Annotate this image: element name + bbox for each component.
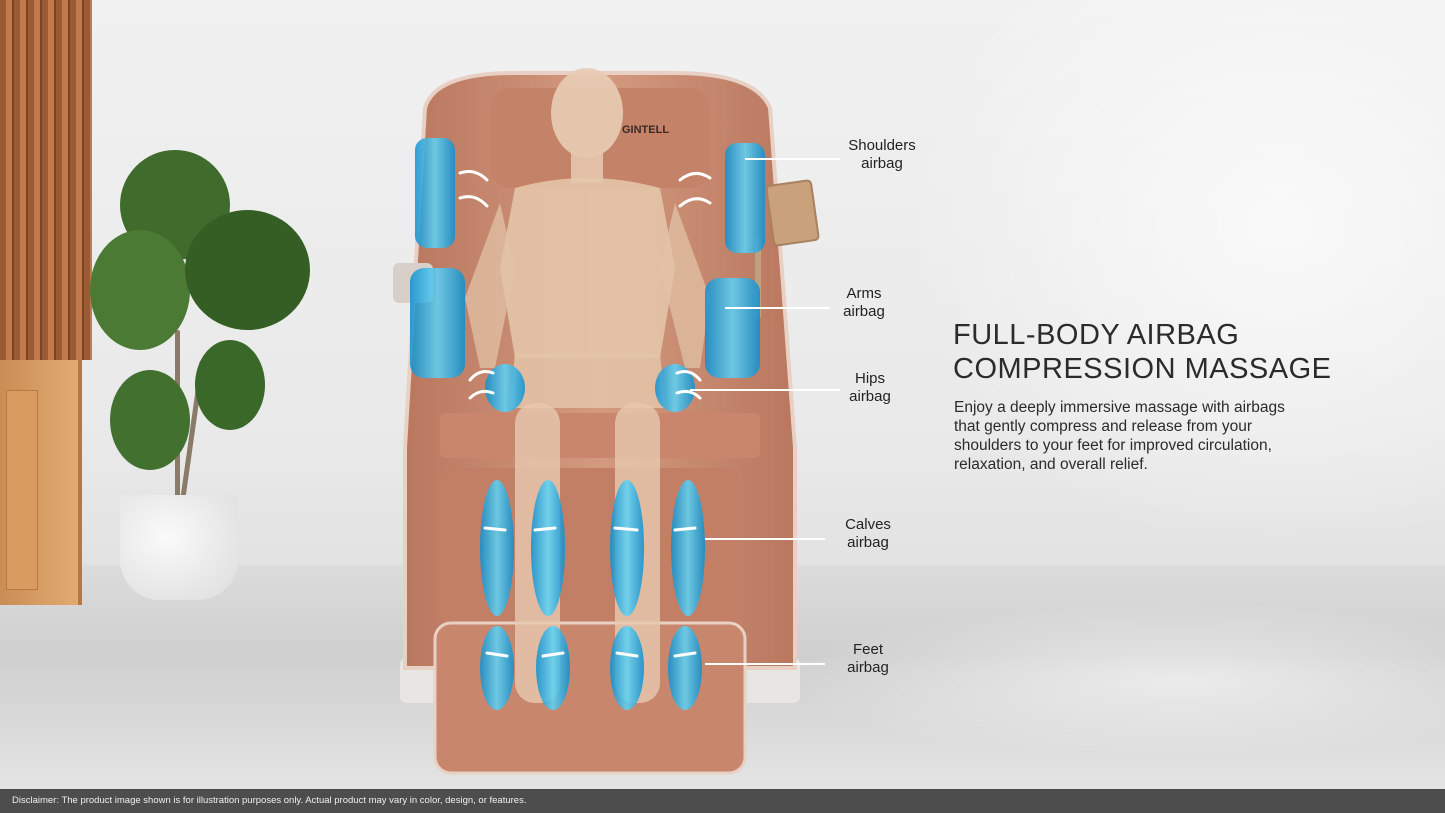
- airbag-arrow-icon: [458, 170, 712, 658]
- chair-seat: [440, 413, 760, 458]
- airbag-shoulder-left: [415, 138, 455, 248]
- airbag-group: [410, 138, 765, 710]
- airbag-arm-left: [410, 268, 465, 378]
- mannequin-arm-left: [465, 203, 515, 368]
- cabinet-door: [6, 390, 38, 590]
- feature-description: Enjoy a deeply immersive massage with ai…: [954, 399, 1285, 473]
- airbag-foot-3: [610, 626, 644, 710]
- label-line1: Hips: [854, 370, 885, 387]
- label-feet-airbag: Feet airbag: [808, 641, 928, 677]
- label-shoulders-airbag: Shoulders airbag: [822, 137, 942, 173]
- label-line2: airbag: [847, 659, 889, 676]
- leader-line-hips: [690, 389, 840, 391]
- airbag-hip-right: [655, 364, 695, 412]
- plant-pot: [120, 495, 238, 600]
- airbag-hip-left: [485, 364, 525, 412]
- wall-light: [900, 0, 1445, 560]
- wooden-slats: [0, 0, 92, 360]
- plant-leaves: [90, 230, 190, 350]
- brand-logo: GINTELL: [622, 124, 669, 136]
- label-line2: airbag: [861, 155, 903, 172]
- plant-leaves: [110, 370, 190, 470]
- disclaimer-bar: Disclaimer: The product image shown is f…: [0, 789, 1445, 813]
- tablet-arm: [755, 238, 761, 318]
- label-line2: airbag: [847, 534, 889, 551]
- label-line2: airbag: [849, 388, 891, 405]
- leader-line-arms: [725, 307, 830, 309]
- label-line1: Arms: [846, 285, 882, 302]
- label-hips-airbag: Hips airbag: [810, 370, 930, 406]
- floor-sheen: [780, 600, 1445, 760]
- airbag-calf-2: [531, 480, 565, 616]
- airbag-foot-2: [536, 626, 570, 710]
- label-calves-airbag: Calves airbag: [808, 516, 928, 552]
- label-arms-airbag: Arms airbag: [804, 285, 924, 321]
- airbag-shoulder-right: [725, 143, 765, 253]
- mannequin-neck: [571, 153, 603, 183]
- leader-line-calves: [705, 538, 825, 540]
- airbag-calf-1: [480, 480, 514, 616]
- disclaimer-text: Disclaimer: The product image shown is f…: [12, 795, 527, 806]
- massage-chair: GINTELL: [393, 68, 820, 775]
- mannequin-hips: [510, 353, 665, 408]
- leader-line-feet: [705, 663, 825, 665]
- label-line2: airbag: [843, 303, 885, 320]
- label-line1: Shoulders: [848, 137, 916, 154]
- airbag-foot-4: [668, 626, 702, 710]
- airbag-calf-4: [671, 480, 705, 616]
- label-line1: Calves: [845, 516, 891, 533]
- leader-line-shoulders: [745, 158, 840, 160]
- airbag-calf-3: [610, 480, 644, 616]
- airbag-foot-1: [480, 626, 514, 710]
- mannequin-arm-right: [660, 203, 710, 368]
- feature-headline: FULL-BODY AIRBAG COMPRESSION MASSAGE: [953, 318, 1373, 386]
- airbag-arm-right: [705, 278, 760, 378]
- plant-leaves: [195, 340, 265, 430]
- label-line1: Feet: [852, 641, 883, 658]
- mannequin-head: [551, 68, 623, 158]
- mannequin-torso: [500, 178, 675, 358]
- plant-leaves: [185, 210, 310, 330]
- headline-line2: COMPRESSION MASSAGE: [953, 353, 1332, 385]
- tablet-remote-icon: [765, 179, 820, 247]
- headline-line1: FULL-BODY AIRBAG: [953, 319, 1240, 351]
